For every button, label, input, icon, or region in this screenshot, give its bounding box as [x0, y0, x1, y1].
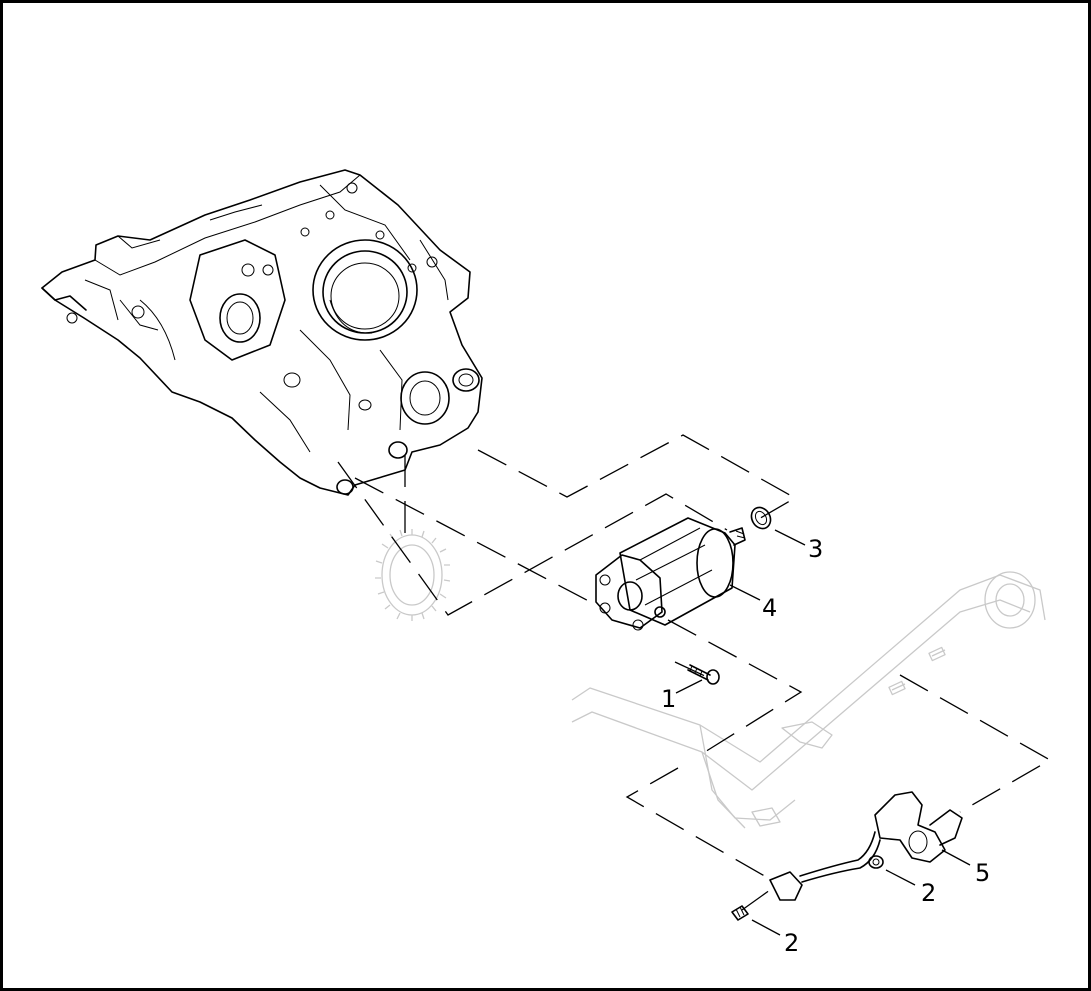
nut-part-lower — [731, 905, 749, 921]
crankcase-drawing — [41, 169, 483, 496]
exhaust-frame-ghost — [571, 571, 1046, 829]
callout-2-lower: 2 — [784, 929, 799, 957]
leader-lines — [675, 529, 971, 936]
nut-part-upper — [868, 855, 884, 869]
o-ring-part — [750, 506, 772, 530]
callout-5: 5 — [975, 859, 990, 887]
callout-1: 1 — [661, 685, 676, 713]
exploded-view: 1 2 2 3 4 5 — [41, 169, 1052, 957]
callout-2-upper: 2 — [921, 879, 936, 907]
starter-cable — [769, 791, 963, 901]
callout-3: 3 — [808, 535, 823, 563]
callout-labels: 1 2 2 3 4 5 — [661, 535, 990, 957]
callout-4: 4 — [762, 594, 777, 622]
ring-gear-ghost — [375, 529, 451, 621]
bolt-part — [687, 664, 720, 685]
assembly-lines — [337, 434, 1052, 911]
starter-motor — [595, 517, 746, 631]
